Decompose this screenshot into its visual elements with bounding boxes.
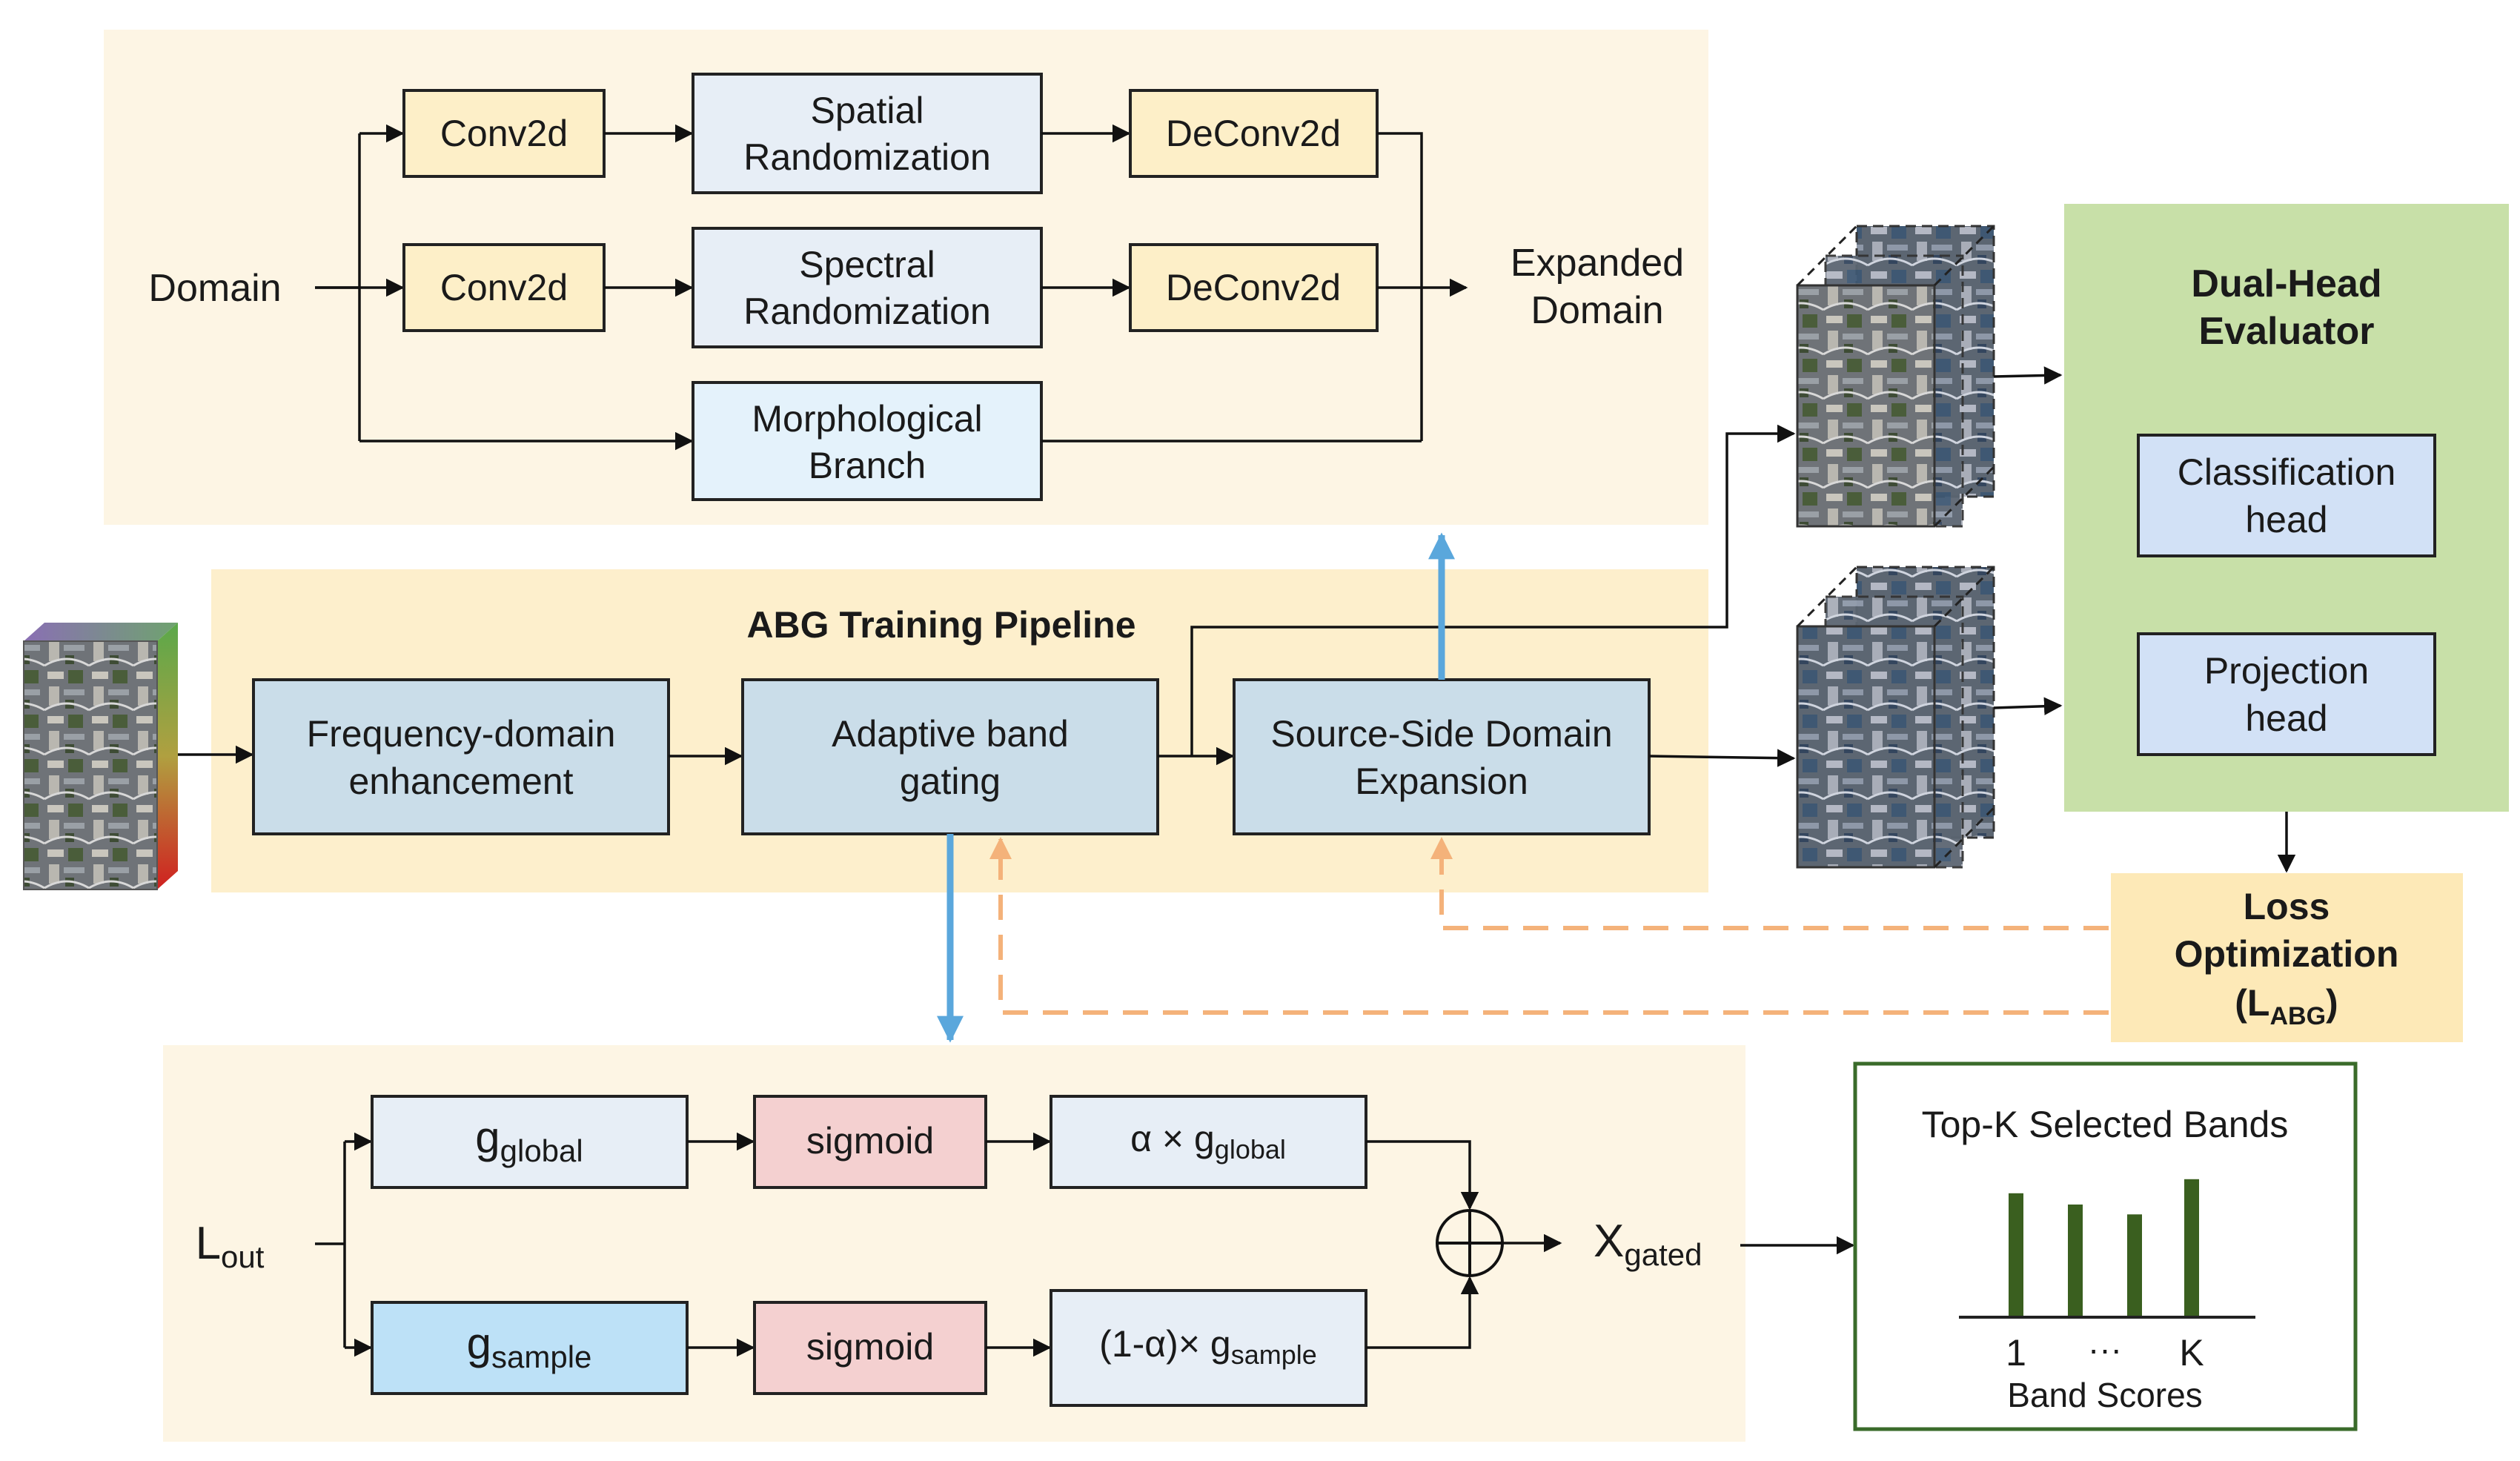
- g-global-label: gglobal: [475, 1113, 583, 1168]
- band-tick-last: K: [2179, 1332, 2204, 1374]
- spectral-randomization-label-1: Spectral: [799, 244, 935, 285]
- one-minus-alpha-g-sample-box: [1050, 1289, 1367, 1407]
- merge-line-top: [1377, 132, 1423, 441]
- band-selection-frame: [1853, 1061, 2358, 1431]
- adaptive-band-gating-label-2: gating: [900, 761, 1001, 802]
- spatial-randomization-label-1: Spatial: [811, 90, 924, 131]
- sum-operator-icon: [1436, 1209, 1504, 1277]
- loss-formula: (LABG): [2235, 982, 2338, 1030]
- source-side-domain-expansion-label-1: Source-Side Domain: [1270, 713, 1612, 755]
- morphological-branch-box: [692, 381, 1043, 501]
- band-tick-mid: ···: [2088, 1330, 2122, 1368]
- frequency-domain-box: [252, 678, 670, 835]
- morphological-branch-label-1: Morphological: [752, 398, 982, 440]
- sigmoid-label-2: sigmoid: [806, 1326, 934, 1368]
- input-hsi-cube: [23, 623, 178, 890]
- dashed-feedback-to-gating: [989, 837, 2109, 1015]
- band-score-bar-1: [2009, 1193, 2023, 1317]
- deconv2d-label-2: DeConv2d: [1166, 267, 1341, 308]
- band-selection-title: Top-K Selected Bands: [1922, 1104, 2289, 1145]
- morphological-branch-label-2: Branch: [809, 445, 926, 486]
- g-global-box: [371, 1095, 689, 1189]
- frequency-domain-label-1: Frequency-domain: [307, 713, 616, 755]
- x-gated-label: Xgated: [1594, 1216, 1702, 1272]
- band-score-bar-4: [2184, 1179, 2199, 1317]
- loss-optimization-box: [2111, 873, 2463, 1042]
- conv2d-label-1: Conv2d: [440, 113, 568, 154]
- alpha-g-global-box: [1050, 1095, 1367, 1189]
- projection-head-label-2: head: [2245, 698, 2327, 739]
- source-side-domain-expansion-label-2: Expansion: [1355, 761, 1528, 802]
- conv2d-label-2: Conv2d: [440, 267, 568, 308]
- frequency-domain-label-2: enhancement: [348, 761, 573, 802]
- domain-label: Domain: [148, 267, 281, 310]
- adaptive-band-gating-label-1: Adaptive band: [832, 713, 1069, 755]
- dashed-feedback-to-ssde: [1430, 837, 2109, 930]
- projection-head-label-1: Projection: [2204, 650, 2369, 692]
- loss-label-1: Loss: [2244, 886, 2330, 927]
- adaptive-band-gating-box: [741, 678, 1159, 835]
- evaluator-title-1: Dual-Head: [2191, 262, 2381, 305]
- band-scores-label: Band Scores: [2007, 1376, 2202, 1414]
- spectral-randomization-label-2: Randomization: [743, 291, 991, 332]
- alpha-g-global-label: α × gglobal: [1130, 1118, 1286, 1165]
- expanded-domain-label-1: Expanded: [1511, 242, 1684, 285]
- one-minus-alpha-g-sample-label: (1-α)× gsample: [1099, 1323, 1317, 1370]
- g-sample-label: gsample: [467, 1319, 592, 1374]
- g-sample-box: [371, 1301, 689, 1395]
- arrow-one-minus-to-sum: [1366, 1276, 1479, 1349]
- band-score-bar-2: [2068, 1205, 2083, 1317]
- deconv2d-label-1: DeConv2d: [1166, 113, 1341, 154]
- evaluator-title-2: Evaluator: [2199, 310, 2375, 353]
- classification-head-box: [2137, 434, 2436, 557]
- band-tick-first: 1: [2006, 1332, 2026, 1374]
- band-score-bar-3: [2127, 1214, 2142, 1317]
- sigmoid-label-1: sigmoid: [806, 1120, 934, 1162]
- band-bars: [2009, 1179, 2199, 1317]
- expanded-domain-label-2: Domain: [1531, 289, 1663, 332]
- spatial-randomization-box: [692, 73, 1043, 194]
- deconv2d-box-1: [1129, 89, 1379, 178]
- arrow-source-stack-to-evaluator: [1993, 697, 2063, 715]
- arrow-alpha-to-sum: [1366, 1140, 1479, 1210]
- pipeline-title: ABG Training Pipeline: [746, 604, 1135, 646]
- arrow-expanded-stack-to-evaluator: [1993, 366, 2063, 385]
- arrow-ssde-to-source-stack: [1648, 749, 1796, 767]
- source-side-domain-expansion-box: [1233, 678, 1651, 835]
- loss-label-2: Optimization: [2175, 933, 2399, 975]
- classification-head-label-1: Classification: [2178, 451, 2396, 493]
- projection-head-box: [2137, 632, 2436, 756]
- expanded-domain-image-stack: [1796, 225, 1995, 528]
- spatial-randomization-label-2: Randomization: [743, 136, 991, 178]
- classification-head-label-2: head: [2245, 499, 2327, 540]
- sigmoid-box-2: [753, 1301, 987, 1395]
- route-gating-to-expanded-stack: [1190, 424, 1796, 756]
- l-out-label: Lout: [196, 1218, 265, 1274]
- source-domain-image-stack: [1796, 566, 1995, 869]
